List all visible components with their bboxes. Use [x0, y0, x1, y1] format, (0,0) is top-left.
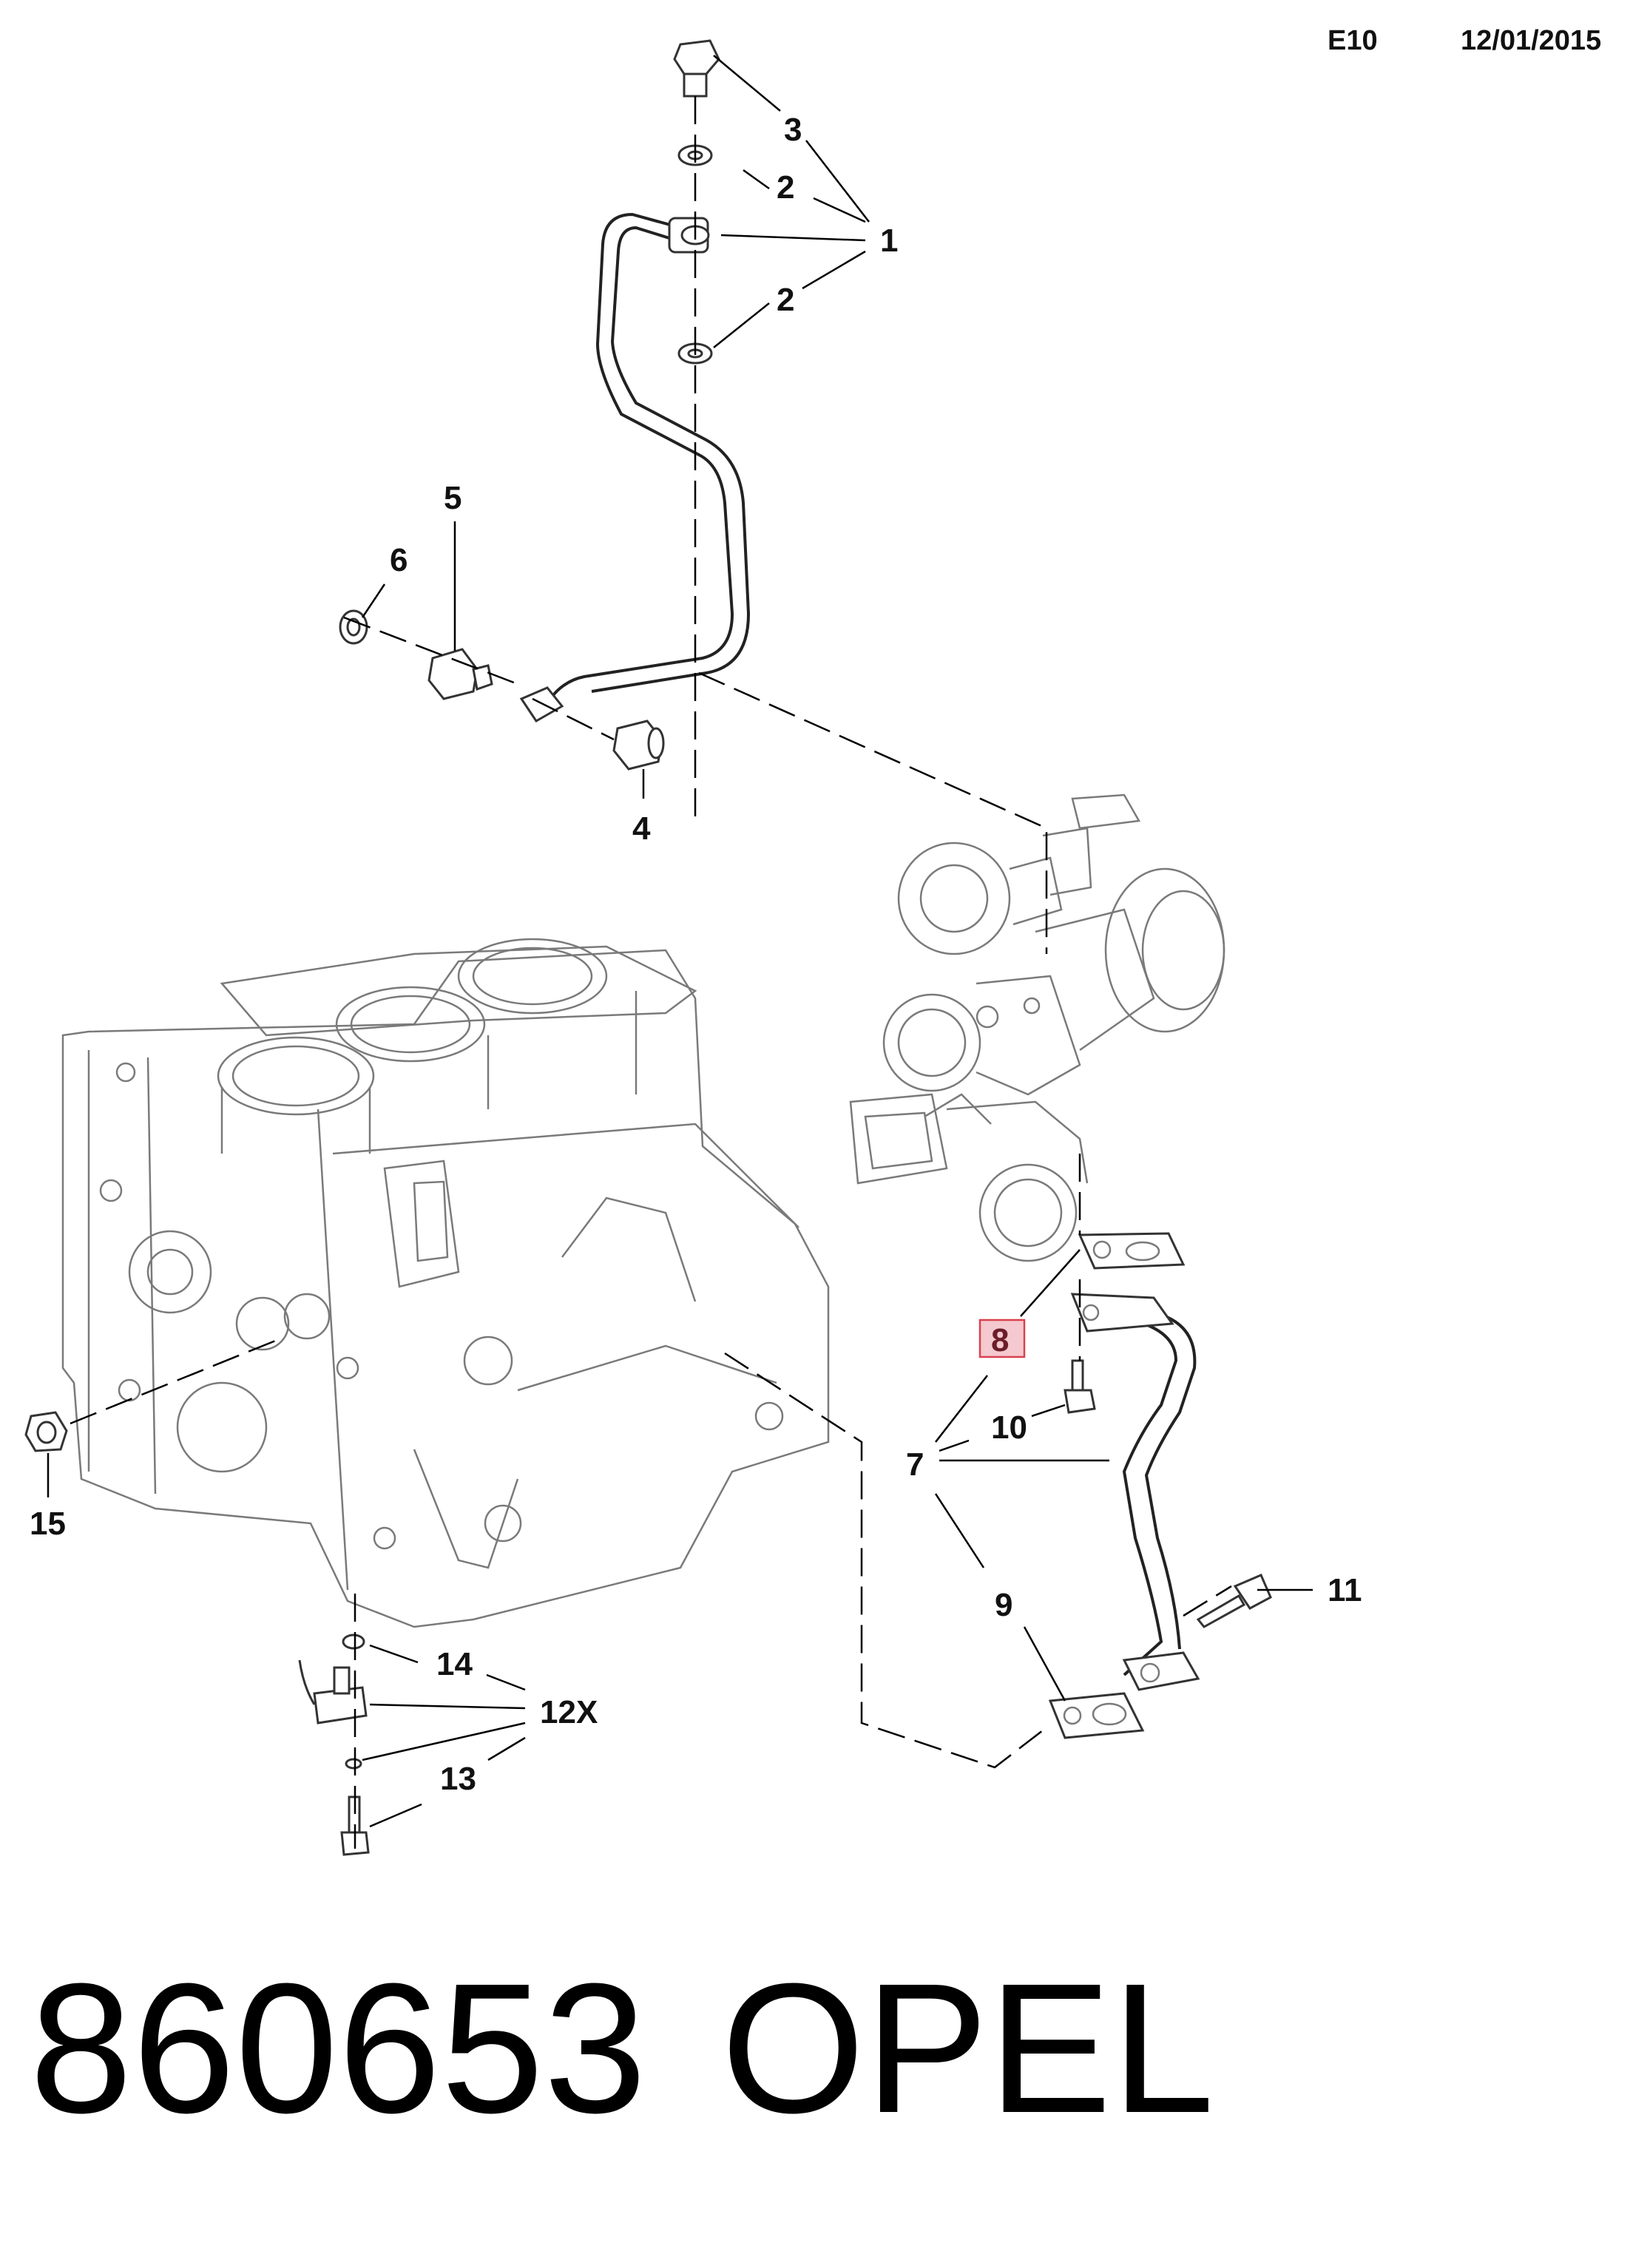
bolt-11 — [1196, 1574, 1272, 1628]
turbocharger-illustration — [849, 793, 1225, 1262]
gasket-9-lower — [1048, 1692, 1145, 1739]
callout-5: 5 — [444, 480, 462, 516]
callout-1: 1 — [880, 223, 898, 259]
bolt-10 — [1064, 1359, 1096, 1414]
callout-2-lower: 2 — [777, 282, 794, 318]
callout-12x: 12X — [540, 1694, 598, 1730]
part-number: 860653 — [30, 1945, 647, 2151]
brand-name: OPEL — [721, 1945, 1214, 2151]
plug-4 — [612, 720, 665, 771]
callout-2-upper: 2 — [777, 169, 794, 206]
bolt-lower — [340, 1795, 370, 1856]
fitting-5 — [427, 648, 493, 700]
callout-7: 7 — [906, 1446, 924, 1483]
callout-6: 6 — [390, 542, 408, 578]
diagram-code: E10 — [1328, 25, 1378, 56]
washer-13 — [345, 1758, 362, 1770]
callout-8-highlight-box — [978, 1319, 1026, 1358]
assembly-lines — [70, 96, 1232, 1849]
washer-14 — [342, 1634, 365, 1650]
callout-10: 10 — [991, 1409, 1027, 1446]
callout-14: 14 — [436, 1646, 473, 1682]
oil-return-pipe — [1070, 1293, 1200, 1691]
callout-3: 3 — [784, 112, 802, 148]
leader-lines — [47, 55, 1313, 1828]
callout-4: 4 — [632, 810, 651, 847]
callout-15: 15 — [30, 1506, 66, 1542]
diagram-date: 12/01/2015 — [1461, 25, 1602, 56]
engine-block-illustration — [61, 938, 830, 1628]
callout-11: 11 — [1328, 1572, 1362, 1608]
gasket-8-upper — [1078, 1232, 1186, 1270]
callout-8: 8 — [991, 1322, 1009, 1358]
oil-feed-pipe — [519, 212, 751, 722]
callout-9: 9 — [995, 1587, 1012, 1623]
callout-13: 13 — [440, 1761, 476, 1797]
banjo-bolt-3 — [673, 39, 720, 98]
plug-15 — [24, 1411, 68, 1452]
oil-pressure-sensor-12x — [298, 1659, 368, 1724]
